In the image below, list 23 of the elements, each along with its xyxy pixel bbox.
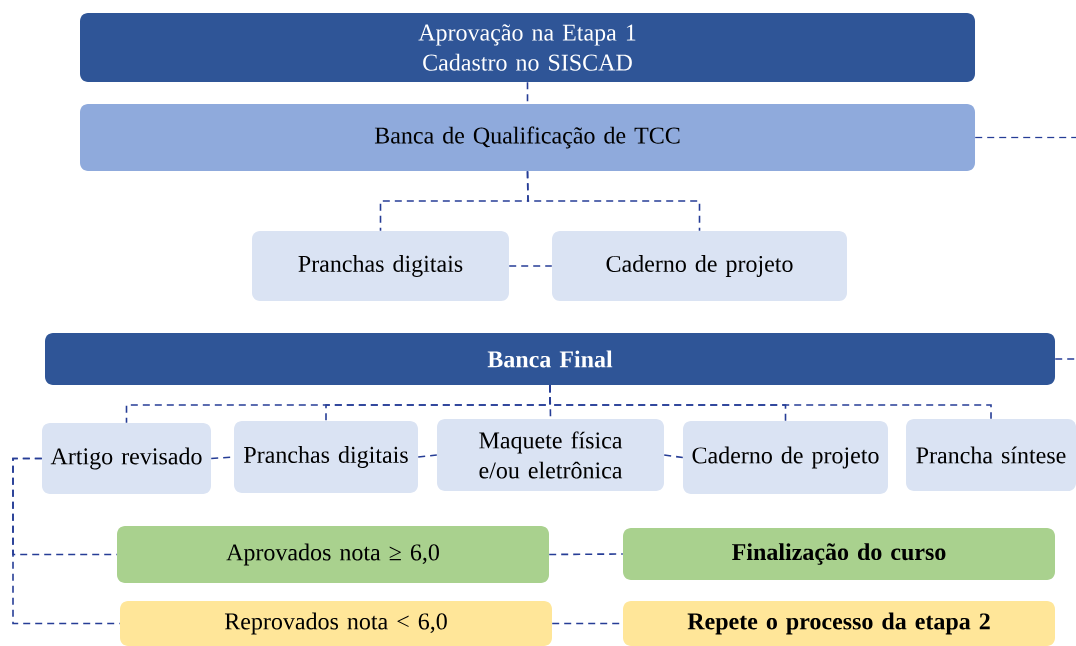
connector-line [12,457,121,625]
result-box: Aprovados nota ≥ 6,0 [117,526,549,583]
connector-line [663,454,684,459]
result-box: Reprovados nota < 6,0 [120,601,552,646]
connector-line [508,265,553,267]
connector-line [548,553,624,556]
item-box: Pranchas digitais [252,231,509,301]
item-box: Maquete física e/ou eletrônica [437,419,664,491]
stage-box: Banca Final [45,333,1055,385]
stage-box: Aprovação na Etapa 1 Cadastro no SISCAD [80,13,975,82]
connector-line [1054,358,1076,360]
connector-line [549,384,992,420]
item-box: Artigo revisado [42,423,211,494]
connector-line [974,136,1076,139]
item-box: Pranchas digitais [234,421,418,493]
outcome-box: Repete o processo da etapa 2 [623,601,1055,646]
stage-box: Banca de Qualificação de TCC [80,104,975,171]
outcome-box: Finalização do curso [623,528,1055,580]
connector-line [417,454,438,458]
connector-line [526,170,701,232]
item-box: Caderno de projeto [683,421,888,494]
item-box: Prancha síntese [906,419,1076,491]
item-box: Caderno de projeto [552,231,847,301]
